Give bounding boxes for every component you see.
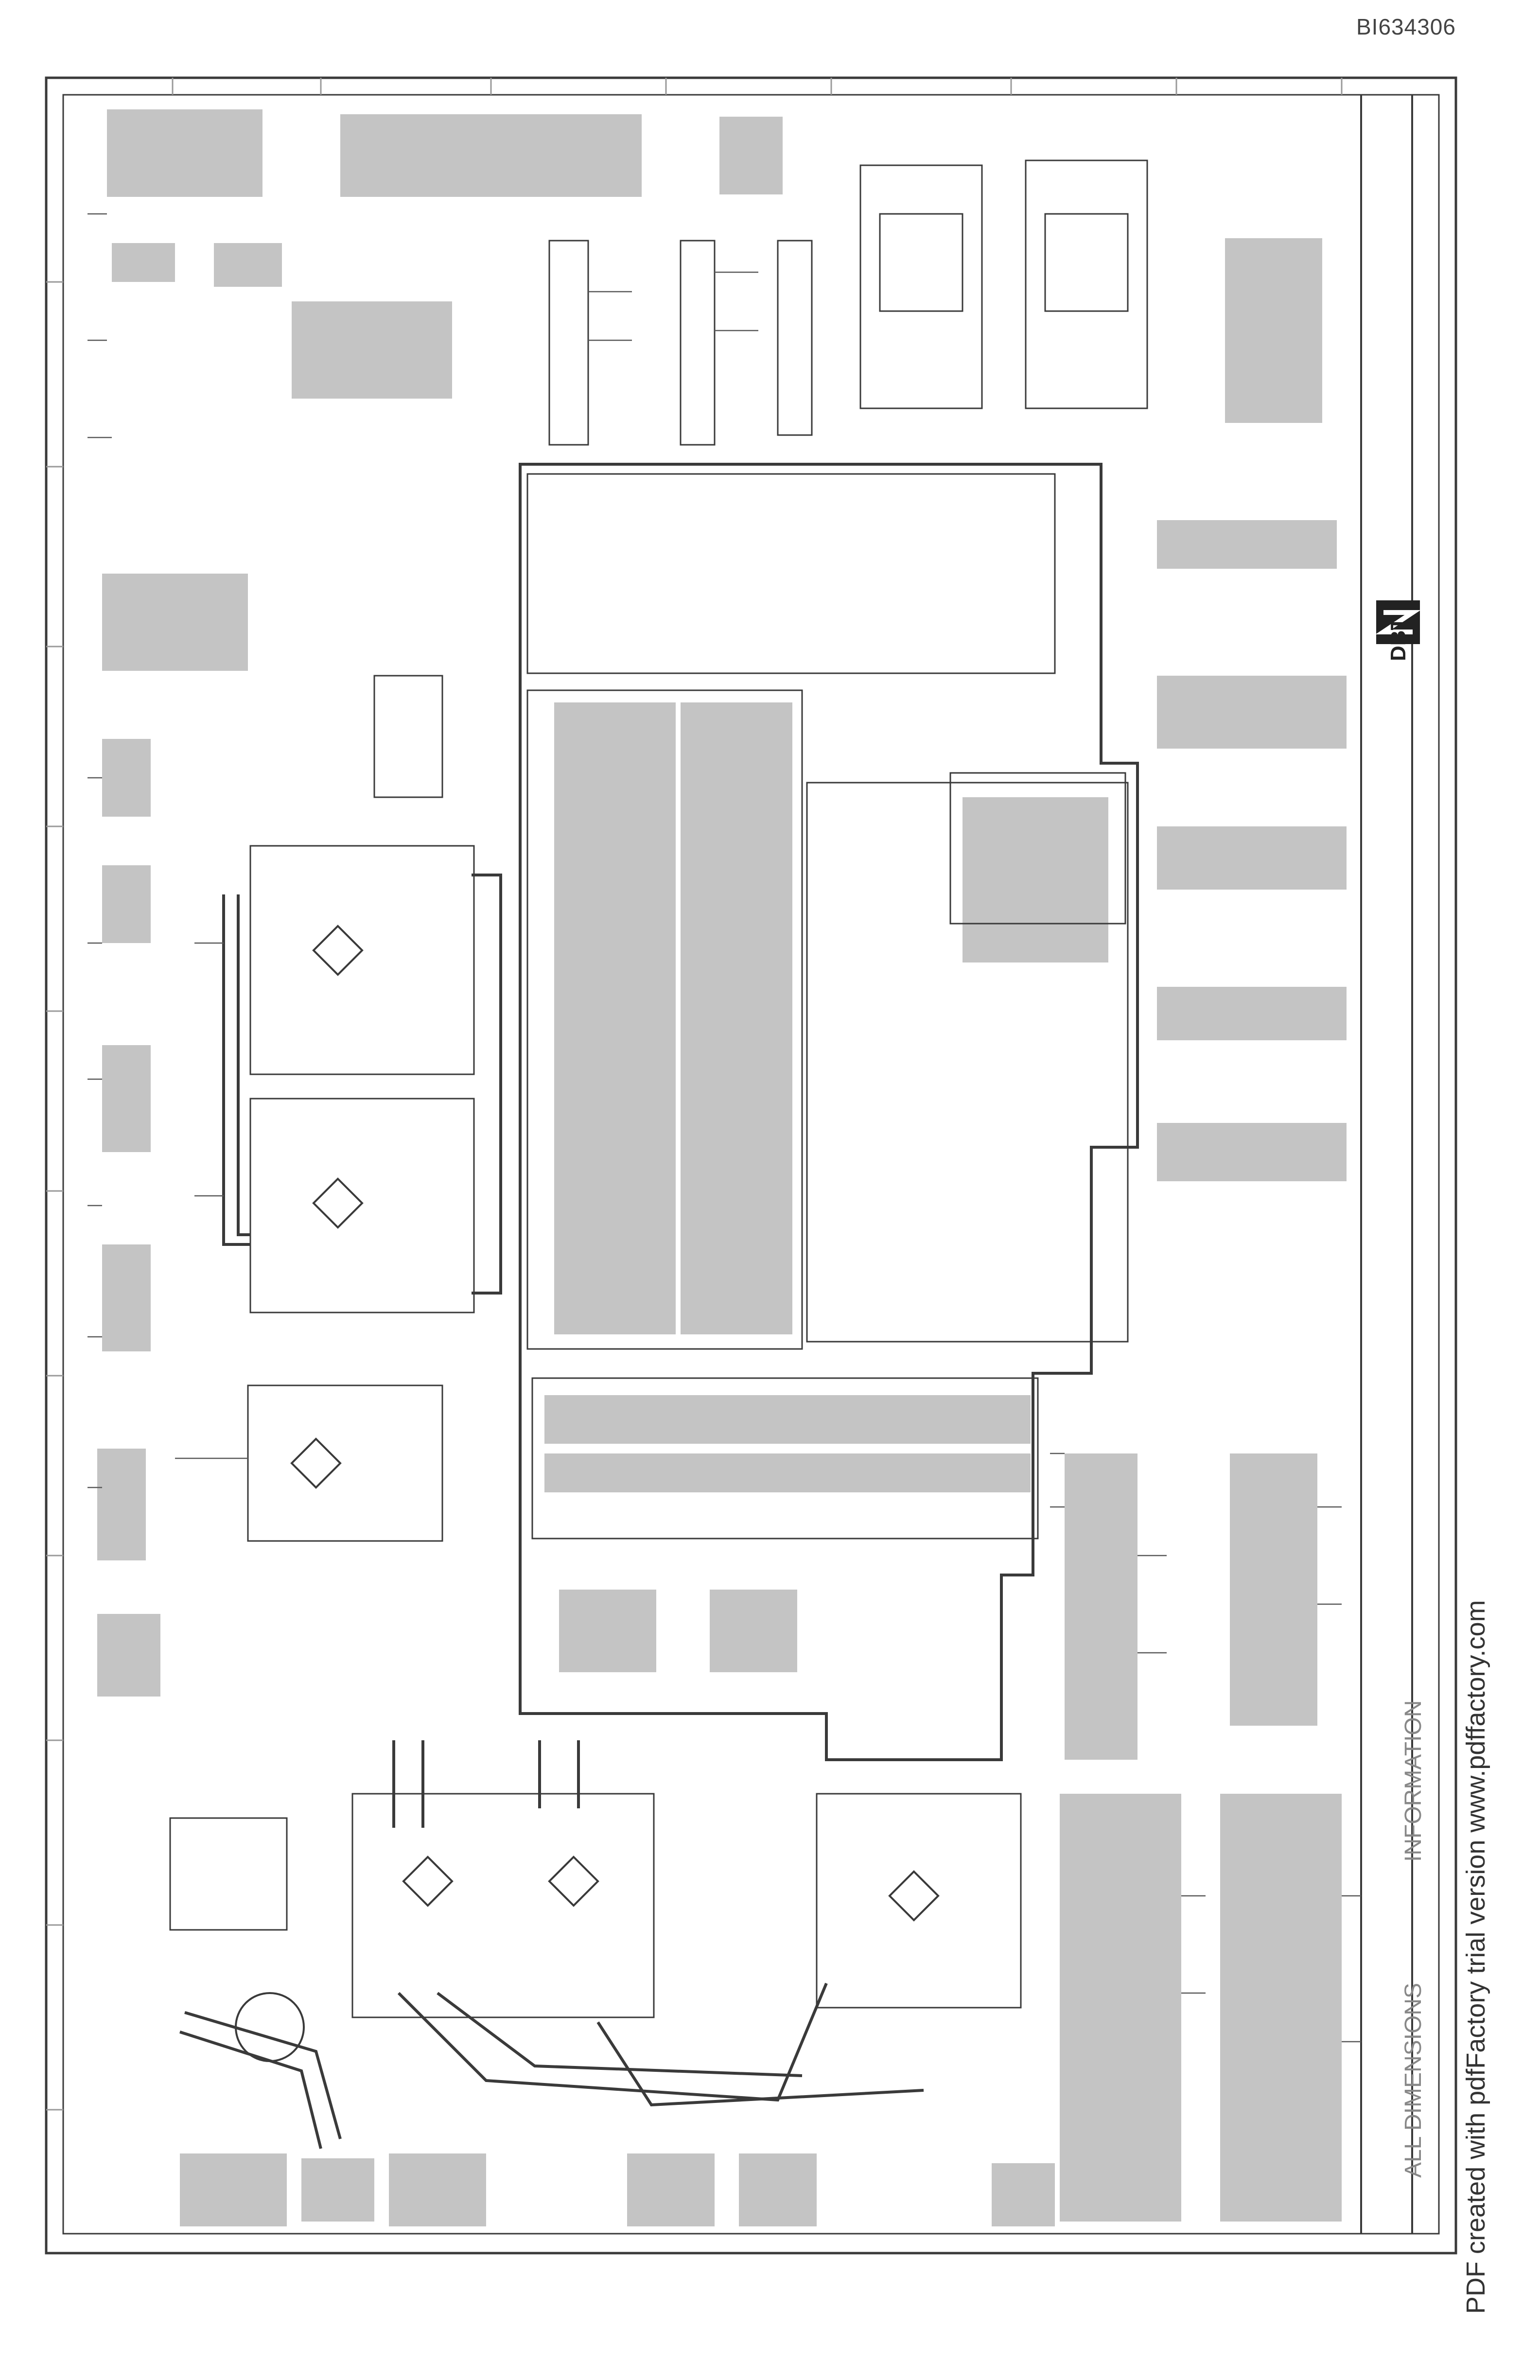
inner-frame: [62, 94, 1440, 2235]
motor-symbol: [235, 1992, 305, 2062]
dbt-logo-icon: [1375, 600, 1421, 644]
info-note: INFORMATION: [1400, 1700, 1426, 1862]
lower-module-area: [531, 1377, 1039, 1540]
pdffactory-watermark: PDF created with pdfFactory trial versio…: [1461, 1600, 1490, 2314]
dimensions-note: ALL DIMENSIONS: [1400, 1983, 1426, 2178]
logo-text: DBT: [1386, 617, 1410, 661]
drawing-frame: [45, 76, 1457, 2255]
control-cabinet-outline: [519, 463, 1139, 1761]
bridge-symbol: [312, 925, 364, 976]
upper-panel: [526, 473, 1056, 674]
terminal-block-area: [526, 689, 803, 1350]
module-area: [806, 782, 1129, 1343]
document-id: BI634306: [1356, 14, 1456, 39]
